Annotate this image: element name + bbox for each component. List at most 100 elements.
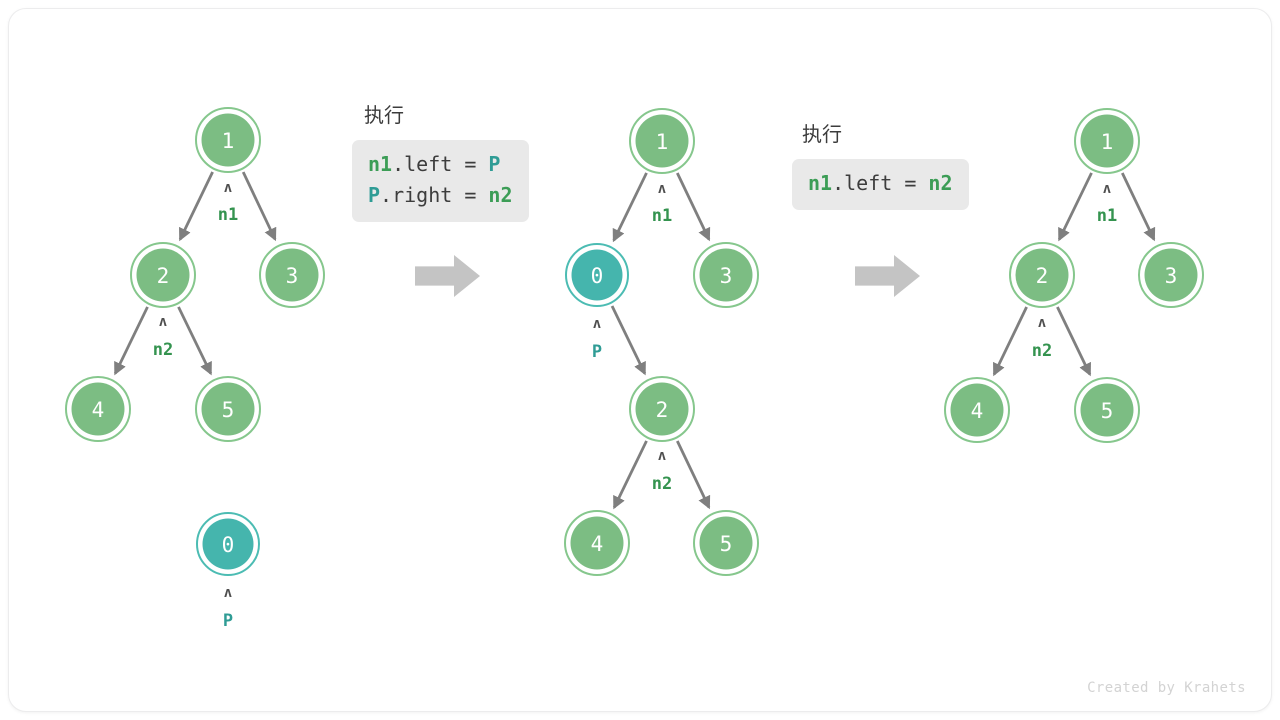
pointer-label: n1 [218, 205, 238, 225]
pointer-label: P [592, 342, 602, 362]
node-value: 0 [591, 264, 604, 288]
node-outer-ring [1074, 377, 1140, 443]
tree-node: 3 [259, 242, 325, 308]
node-circle [136, 248, 190, 302]
node-outer-ring [130, 242, 196, 308]
node-outer-ring [565, 243, 629, 307]
tree-edge [612, 172, 648, 243]
pointer-annotation: ʌP [223, 585, 233, 631]
pointer-annotation: ʌ n2 [153, 314, 173, 360]
node-outer-ring [65, 376, 131, 442]
node-outer-ring [693, 242, 759, 308]
tree-node: 1 [1074, 108, 1140, 174]
node-value: 4 [92, 398, 105, 422]
step-2-title: 执行 [364, 103, 404, 127]
transition-arrows [415, 255, 920, 297]
node-value: 2 [157, 264, 170, 288]
node-circle [635, 382, 689, 436]
node-outer-ring [195, 107, 261, 173]
code-token: .right = [380, 183, 489, 207]
code-token: .left = [392, 152, 489, 176]
tree-edge [177, 306, 213, 376]
code-token: P [488, 152, 501, 176]
tree-edge [676, 440, 711, 510]
tree-node: 5 [693, 510, 759, 576]
node-circle [699, 248, 753, 302]
node-outer-ring [629, 108, 695, 174]
pointer-annotation: ʌ n2 [1032, 315, 1052, 361]
node-circle [1080, 383, 1134, 437]
node-outer-ring [259, 242, 325, 308]
node-circle [1080, 114, 1134, 168]
node-circle [950, 383, 1004, 437]
watermark-credit: Created by Krahets [1087, 680, 1246, 696]
step-3-code: n1.left = n2 [792, 159, 969, 210]
tree-node: 3 [693, 242, 759, 308]
tree-edge [178, 171, 214, 242]
caret-icon: ʌ [1103, 181, 1111, 197]
node-circle [265, 248, 319, 302]
caret-icon: ʌ [658, 448, 666, 464]
tree-edge [676, 172, 711, 242]
tree-edges [113, 171, 1156, 510]
tree-node: 2 [130, 242, 196, 308]
pointer-label: n2 [652, 474, 672, 494]
node-value: 3 [1165, 264, 1178, 288]
caret-icon: ʌ [1038, 315, 1046, 331]
code-line: P.right = n2 [368, 180, 513, 211]
node-outer-ring [564, 510, 630, 576]
code-token: P [368, 183, 381, 207]
node-circle [571, 249, 623, 301]
pointer-label: n2 [153, 340, 173, 360]
pointer-annotation: ʌ n1 [1097, 181, 1117, 226]
node-value: 1 [656, 130, 669, 154]
node-circle [71, 382, 125, 436]
caret-icon: ʌ [593, 316, 601, 332]
tree-node: 4 [65, 376, 131, 442]
tree-node: 2 [1009, 242, 1075, 308]
tree-edge [113, 306, 149, 376]
tree-node: 1 [629, 108, 695, 174]
node-outer-ring [629, 376, 695, 442]
tree-edge [610, 305, 647, 376]
node-value: 4 [971, 399, 984, 423]
node-outer-ring [195, 376, 261, 442]
node-circle [202, 518, 254, 570]
node-value: 5 [222, 398, 235, 422]
pointer-label: n1 [1097, 206, 1117, 226]
tree-node: 4 [944, 377, 1010, 443]
tree-node: 1 [195, 107, 261, 173]
node-circle [201, 382, 255, 436]
caret-icon: ʌ [224, 180, 232, 196]
pointer-annotation: ʌ n2 [652, 448, 672, 494]
node-outer-ring [196, 512, 260, 576]
node-value: 1 [222, 129, 235, 153]
pointer-annotation: ʌn1 [652, 181, 672, 226]
tree-edge [1057, 172, 1093, 242]
node-value: 4 [591, 532, 604, 556]
node-circle [201, 113, 255, 167]
pointer-label: n2 [1032, 341, 1052, 361]
code-line: n1.left = P [368, 149, 513, 180]
tree-node: 4 [564, 510, 630, 576]
code-line: n1.left = n2 [808, 168, 953, 199]
node-value: 3 [720, 264, 733, 288]
tree-edge [1121, 172, 1156, 242]
caret-icon: ʌ [224, 585, 232, 601]
tree-node: 5 [195, 376, 261, 442]
code-token: n1 [808, 171, 833, 195]
node-value: 2 [1036, 264, 1049, 288]
tree-node: 2 [629, 376, 695, 442]
tree-edge [241, 171, 277, 242]
pointer-annotation: ʌ n1 [218, 180, 238, 225]
node-outer-ring [944, 377, 1010, 443]
caret-icon: ʌ [159, 314, 167, 330]
tree-node: 0 [196, 512, 260, 576]
tree-edge [992, 306, 1028, 377]
tree-edge [612, 440, 648, 510]
